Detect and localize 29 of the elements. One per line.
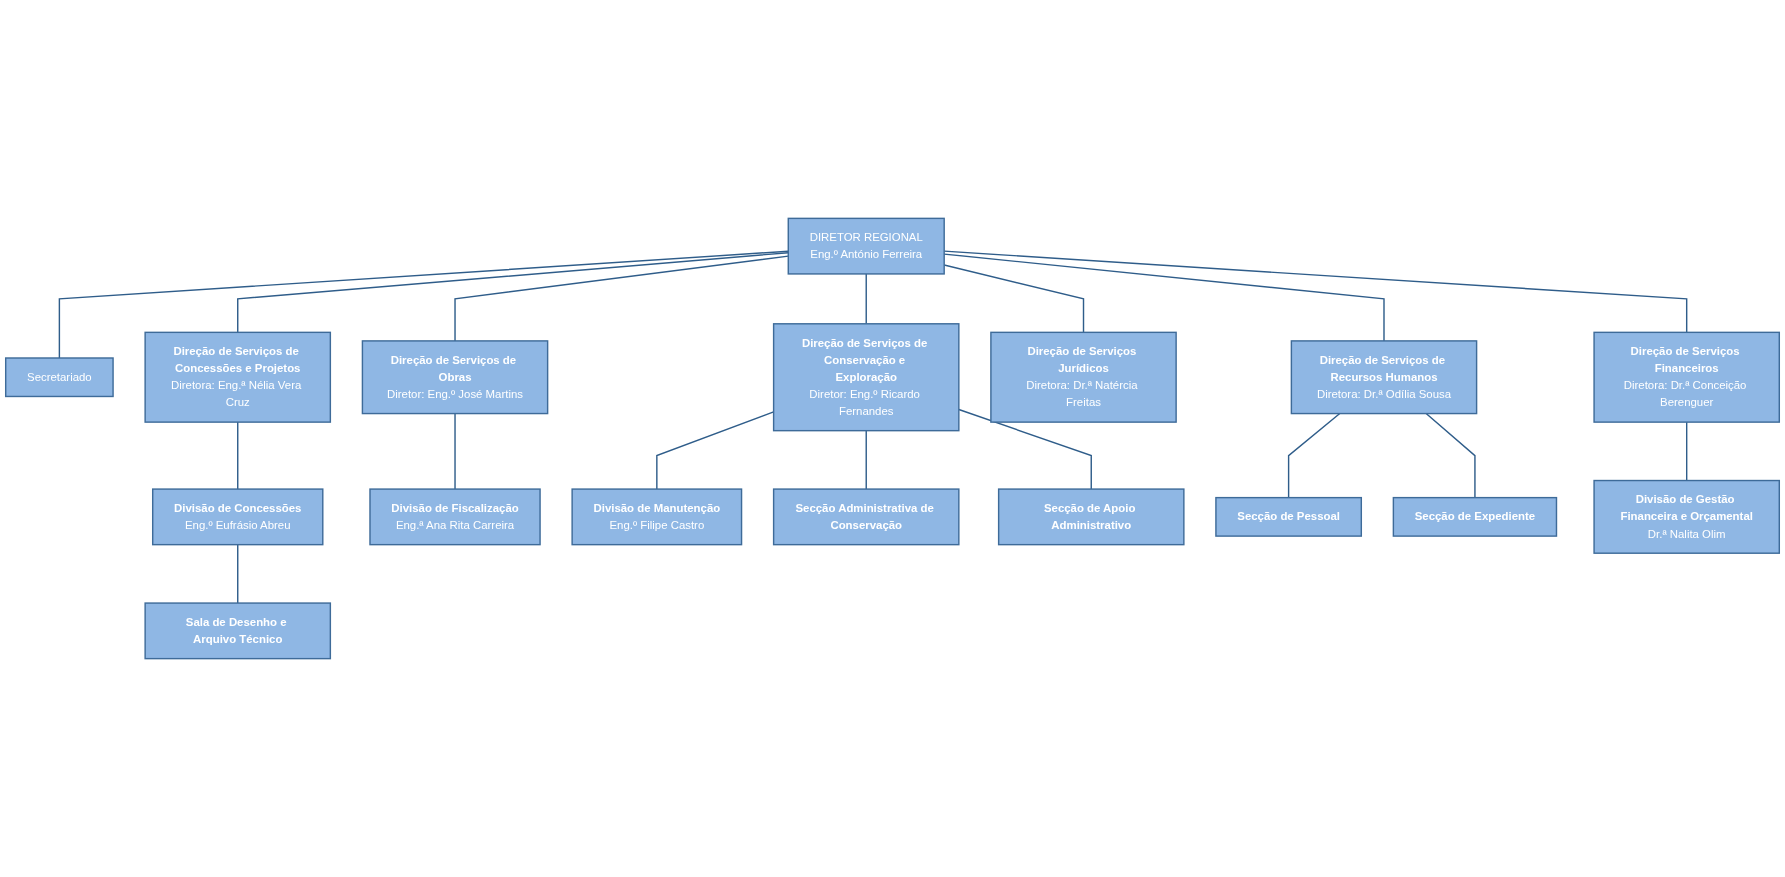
connector xyxy=(237,543,239,604)
node-box: Secção de Apoio Administrativo xyxy=(997,488,1185,546)
node-box: Direção de Serviços de Concessões e Projetos Diretora: Eng.ª Nélia Vera Cruz xyxy=(144,331,332,423)
node-box: Divisão de Gestão Financeira e Orçamental Dr.ª Nalita Olim xyxy=(1593,479,1780,554)
node-box: Secção de Pessoal xyxy=(1215,496,1362,537)
node-box: Secção de Expediente xyxy=(1392,496,1558,537)
node-box: Direção de Serviços de Obras Diretor: Eng.º José Martins xyxy=(361,340,549,415)
node-box: Divisão de Fiscalização Eng.ª Ana Rita Carreira xyxy=(369,488,541,546)
connector xyxy=(1686,421,1688,482)
node-box: Direção de Serviços Jurídicos Diretora: Dr.ª Natércia Freitas xyxy=(990,331,1177,423)
connector xyxy=(1425,412,1476,499)
node-box: Direção de Serviços de Conservação e Exploração Diretor: Eng.º Ricardo Fernandes xyxy=(772,323,960,432)
connector xyxy=(865,429,867,490)
connector xyxy=(237,252,789,334)
connector xyxy=(454,412,456,490)
node-box: Secção Administrativa de Conservação xyxy=(772,488,960,546)
node-box: Divisão de Concessões Eng.º Eufrásio Abreu xyxy=(152,488,324,546)
node-box: Divisão de Manutenção Eng.º Filipe Castro xyxy=(571,488,743,546)
node-box: Direção de Serviços Financeiros Diretora: Dr.ª Conceição Berenguer xyxy=(1593,331,1780,423)
node-box: DIRETOR REGIONAL Eng.º António Ferreira xyxy=(787,217,945,275)
connector xyxy=(454,255,789,342)
connector xyxy=(865,273,867,325)
node-box: Direção de Serviços de Recursos Humanos Diretora: Dr.ª Odília Sousa xyxy=(1290,340,1478,415)
node-box: Sala de Desenho e Arquivo Técnico xyxy=(144,602,332,660)
connector xyxy=(1287,412,1341,499)
connector xyxy=(237,421,239,490)
node-box: Secretariado xyxy=(5,357,114,398)
connector xyxy=(958,408,1092,490)
connector xyxy=(58,250,789,359)
